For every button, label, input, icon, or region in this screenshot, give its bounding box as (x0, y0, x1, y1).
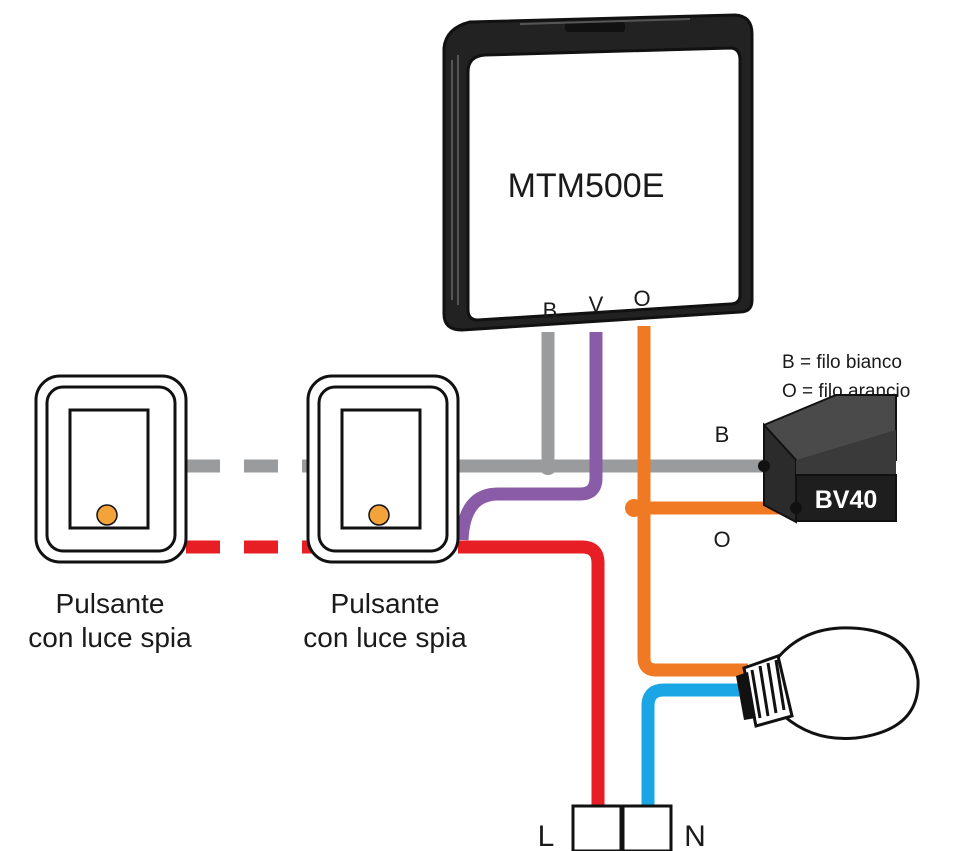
line-label: L (538, 820, 555, 851)
bv40-module: BV40 (758, 394, 897, 524)
pushbutton-right-label-line2: con luce spia (303, 622, 467, 653)
device-model-label: MTM500E (508, 167, 665, 205)
terminal-b-label: B (543, 298, 558, 323)
bv40-terminal-o-label: O (713, 527, 730, 552)
purple-wire (455, 332, 603, 541)
pushbutton-left: Pulsante con luce spia (28, 374, 192, 653)
bv40-terminal-o-dot (790, 502, 802, 514)
light-bulb-icon (736, 626, 920, 741)
mtm500e-module: MTM500E B V O (442, 13, 754, 332)
terminal-n-box (621, 804, 673, 851)
neutral-label: N (684, 820, 706, 851)
indicator-light-right (368, 504, 390, 526)
orange-wire-junction (625, 499, 643, 517)
bv40-terminal-b-dot (758, 460, 770, 472)
red-wire (458, 540, 605, 808)
pushbutton-right-label-line1: Pulsante (331, 588, 440, 619)
terminal-o-label: O (633, 286, 650, 311)
bv40-label: BV40 (815, 486, 878, 514)
terminal-v-label: V (589, 292, 604, 317)
supply-terminal-block (571, 804, 673, 851)
legend-white-wire: B = filo bianco (782, 352, 902, 373)
bv40-terminal-b-label: B (715, 422, 730, 447)
terminal-l-box (571, 804, 623, 851)
orange-wire-main (637, 326, 748, 677)
pushbutton-left-label-line2: con luce spia (28, 622, 192, 653)
indicator-light-left (96, 504, 118, 526)
pushbutton-left-label-line1: Pulsante (56, 588, 165, 619)
white-wire-junction (539, 457, 557, 475)
blue-wire (641, 683, 748, 808)
pushbutton-right: Pulsante con luce spia (303, 374, 467, 653)
